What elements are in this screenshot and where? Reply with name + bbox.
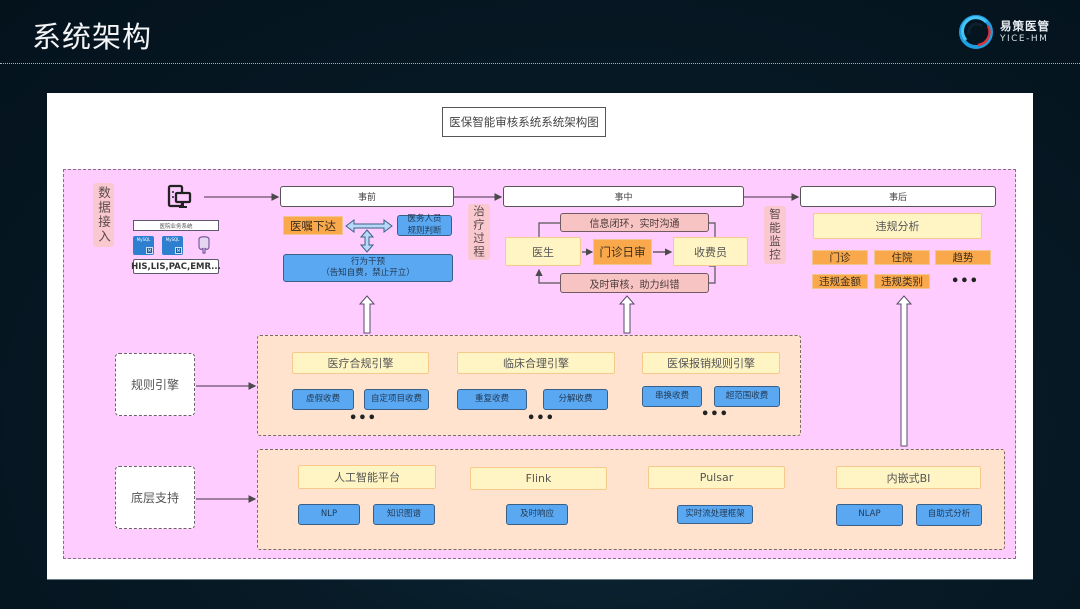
post-item-trend: 趋势 [935,250,991,265]
intervention-title: 行为干预 [350,256,385,267]
violation-analysis-box: 违规分析 [813,213,982,239]
data-access-label: 数据接入 [93,183,114,247]
platform-pulsar: Pulsar [648,466,785,489]
diagram-title: 医保智能审核系统系统架构图 [442,107,606,137]
db-text: MySQL [165,237,180,242]
platform-ai-knowledge-graph: 知识图谱 [373,504,435,525]
architecture-container: 数据接入 医院业务系统 MySQL M MySQL M HIS,LIS,PAC,EM… [63,169,1016,559]
post-item-violation-amount: 违规金额 [812,274,868,289]
double-arrow-vertical [359,229,375,253]
double-arrow-horizontal [345,219,393,233]
engine-1-more: ••• [527,411,555,426]
title-divider [0,63,1080,64]
rule-engine-group [257,335,801,436]
rule-out-of-scope-charge: 超范围收费 [714,386,780,407]
rule-engine-label: 规则引擎 [115,353,195,416]
brand-logo: 易策医管 YICE-HM [958,14,1078,50]
cashier-box: 收费员 [673,237,748,266]
swirl-logo-icon [959,15,993,49]
engine-medical-compliance: 医疗合规引擎 [292,352,429,374]
data-sources-label: HIS,LIS,PAC,EMR... [131,259,221,274]
hollow-up-arrow-post [895,295,913,447]
rule-fake-charge: 虚假收费 [292,389,354,410]
engine-2-more: ••• [701,407,729,422]
phase-post: 事后 [800,186,996,207]
smart-monitor-label: 智能监控 [764,206,786,264]
staff-judgment-box: 医务人员 规则判断 [397,214,452,236]
platform-ai: 人工智能平台 [298,465,436,489]
platform-flink-realtime-response: 及时响应 [506,504,568,525]
phase-pre: 事前 [280,186,454,207]
loop-top-connector [538,222,560,238]
logo-name-en: YICE-HM [1000,34,1049,44]
engine-insurance-reimbursement: 医保报销规则引擎 [642,352,780,374]
loop-bottom-connector [709,265,716,284]
platform-pulsar-stream-framework: 实时流处理框架 [677,505,753,524]
db-badge: M [146,247,153,254]
rule-custom-item-charge: 自定项目收费 [364,389,429,410]
daily-review-box: 门诊日审 [593,239,652,265]
post-item-violation-category: 违规类别 [874,274,930,289]
hollow-up-arrow-mid [618,295,636,334]
platform-embedded-bi: 内嵌式BI [836,466,981,489]
treatment-process-label: 治疗过程 [468,204,490,260]
computer-terminal-icon [167,184,192,208]
page-title: 系统架构 [32,20,153,54]
timely-review-box: 及时审核，助力纠错 [560,273,709,293]
loop-bottom-connector-arrow [535,268,560,284]
engine-0-more: ••• [349,411,377,426]
rule-duplicate-charge: 重复收费 [457,389,527,410]
postgresql-icon [198,236,210,254]
staff-judgment-line2: 规则判断 [407,225,442,236]
mysql-icon: MySQL M [133,236,154,255]
intervention-detail: （告知自费，禁止开立） [321,268,415,278]
post-item-outpatient: 门诊 [812,250,868,265]
post-more-ellipsis: ••• [951,274,979,289]
staff-judgment-line1: 医务人员 [407,214,442,225]
mysql-icon: MySQL M [162,236,183,255]
platform-flink: Flink [470,467,607,490]
diagram-canvas: 医保智能审核系统系统架构图 [47,93,1033,579]
behavior-intervention-box: 行为干预 （告知自费，禁止开立） [283,254,453,282]
post-item-inpatient: 住院 [874,250,930,265]
order-issued-box: 医嘱下达 [283,216,343,235]
doctor-box: 医生 [505,237,581,266]
platform-bi-self-service: 自助式分析 [916,504,982,526]
rule-substitute-charge: 串换收费 [642,386,702,407]
rule-split-charge: 分解收费 [543,389,608,410]
phase-mid: 事中 [503,186,744,207]
info-loop-box: 信息闭环，实时沟通 [560,213,709,232]
platform-ai-nlp: NLP [298,504,360,525]
infrastructure-label: 底层支持 [115,466,195,529]
hollow-up-arrow-pre [358,295,376,334]
db-badge: M [175,247,182,254]
engine-clinical-rationality: 临床合理引擎 [457,352,615,374]
db-text: MySQL [136,237,151,242]
hospital-system-label: 医院业务系统 [133,220,219,231]
platform-bi-nlap: NLAP [836,504,903,526]
logo-name-cn: 易策医管 [1000,19,1050,33]
